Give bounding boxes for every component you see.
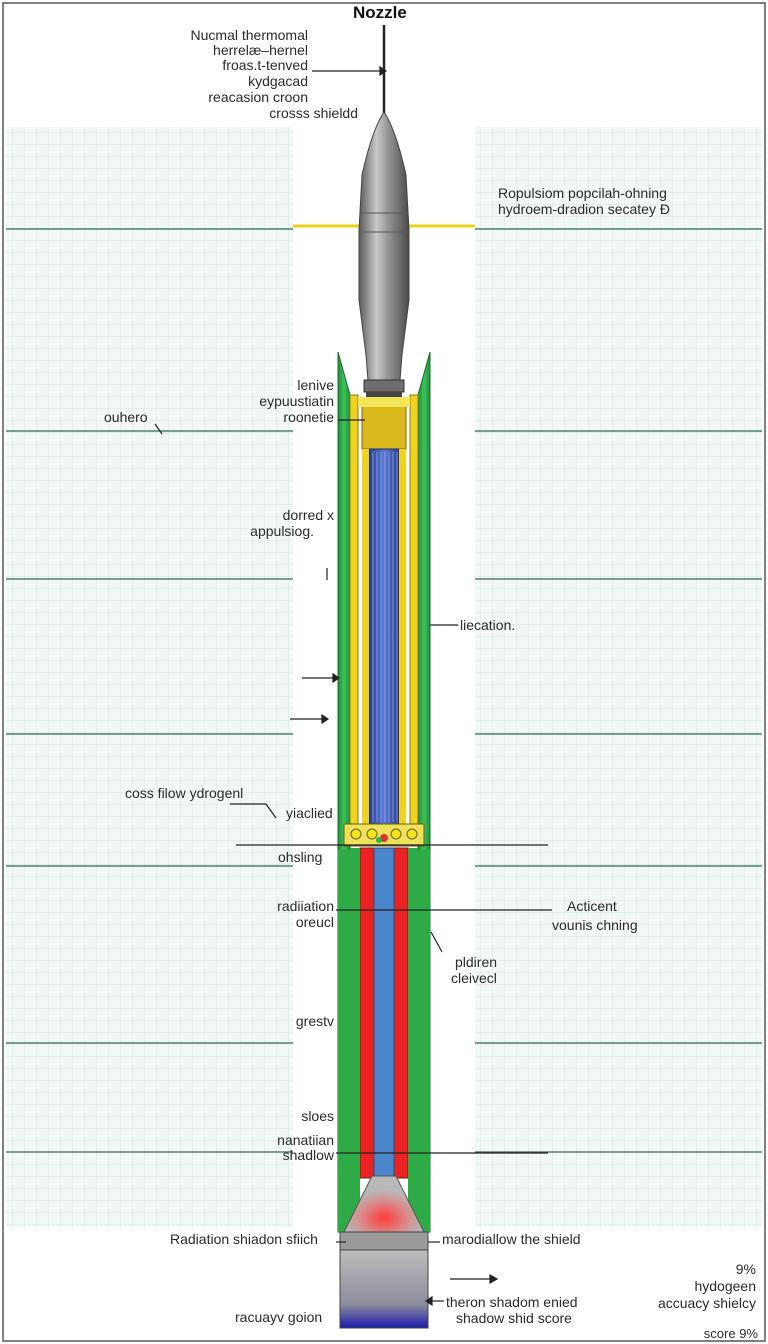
label-lifecation: liecation.	[460, 617, 516, 633]
band-lines	[6, 228, 762, 1153]
diagram-title: Nozzle	[353, 3, 407, 22]
label-top-left-1: Nucmal thermomal	[190, 27, 308, 43]
label-stats-3: accuacy shielcy	[657, 1295, 756, 1311]
label-lenive-1: lenive	[297, 377, 334, 393]
label-top-left-5: reacasion croon	[208, 89, 308, 105]
throat-cone	[339, 1175, 429, 1329]
label-theron-2: shadow shid score	[456, 1310, 572, 1326]
upper-nozzle	[358, 111, 410, 400]
lower-section	[350, 847, 418, 1232]
label-sloes-1: sloes	[301, 1108, 334, 1124]
label-stats-2: hydogeen	[694, 1278, 756, 1294]
label-ohsling: ohsling	[278, 849, 323, 865]
label-top-left-6: crosss shieldd	[269, 105, 358, 121]
label-sloes-3: shadlow	[282, 1147, 334, 1163]
yellow-jacket	[349, 394, 419, 831]
label-acticent-1: Acticent	[567, 898, 617, 914]
label-radiation-1: radiiation	[277, 898, 334, 914]
label-score: score 9%	[703, 1326, 758, 1341]
label-sloes-2: nanatiian	[277, 1132, 334, 1148]
label-dorred-1: dorred x	[282, 507, 334, 523]
fuel-core	[362, 448, 406, 825]
label-ouhero: ouhero	[104, 409, 148, 425]
label-top-right-1: Ropulsiom popcilah-ohning	[498, 185, 667, 201]
label-coss-flow: coss filow ydrogenl	[125, 785, 244, 801]
label-top-left-4: kydgacad	[248, 73, 308, 89]
label-grestv: grestv	[295, 1013, 334, 1029]
label-lenive-2: eypuustiatin	[259, 393, 334, 409]
label-yiacied: yiaclied	[286, 805, 333, 821]
label-top-left-2: herrelæ–hernel	[213, 42, 308, 58]
grid-panel-left	[6, 127, 293, 1227]
label-radiation-shield-left: Radiation shiadon sfiich	[170, 1231, 318, 1247]
label-radiation-2: oreucl	[295, 914, 334, 930]
label-racuayv: racuayv goion	[235, 1309, 323, 1325]
label-dorred-2: appulsiog.	[250, 523, 314, 539]
leader-lines	[154, 65, 552, 1307]
label-pldiren-1: pldiren	[455, 954, 498, 970]
grid-panel-right	[475, 127, 762, 1227]
label-stats-1: 9%	[735, 1261, 756, 1277]
label-theron-1: theron shadom enied	[446, 1294, 578, 1310]
support-plate	[343, 823, 425, 847]
label-top-right-2: hydroem-dradion secatey Ð	[498, 201, 670, 217]
label-radiation-shield-right: marodiallow the shield	[442, 1231, 581, 1247]
label-pldiren-2: cleivecl	[451, 970, 497, 986]
label-lenive-3: roonetie	[283, 409, 334, 425]
label-acticent-2: vounis chning	[552, 917, 638, 933]
label-top-left-3: froas.t-tenved	[222, 57, 308, 73]
